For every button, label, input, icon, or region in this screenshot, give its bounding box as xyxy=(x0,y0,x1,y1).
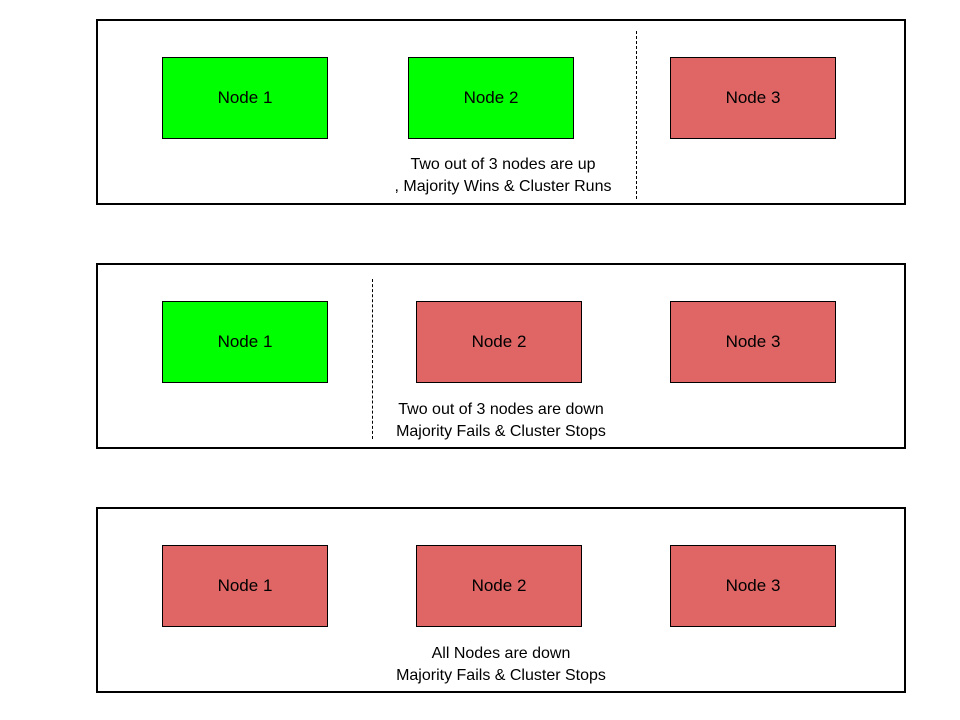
cluster-scenario-majority-up: Node 1 Node 2 Node 3 Two out of 3 nodes … xyxy=(96,19,906,205)
node-3-box: Node 3 xyxy=(670,57,836,139)
caption-line-2: Majority Fails & Cluster Stops xyxy=(396,667,606,684)
caption-line-1: All Nodes are down xyxy=(431,645,571,662)
node-3-box: Node 3 xyxy=(670,301,836,383)
node-2-label: Node 2 xyxy=(471,332,527,351)
node-1-box: Node 1 xyxy=(162,301,328,383)
caption-line-2: Majority Fails & Cluster Stops xyxy=(396,423,606,440)
node-2-label: Node 2 xyxy=(463,88,519,107)
cluster-scenario-all-down: Node 1 Node 2 Node 3 All Nodes are down … xyxy=(96,507,906,693)
node-1-label: Node 1 xyxy=(217,576,273,595)
node-1-box: Node 1 xyxy=(162,57,328,139)
node-1-box: Node 1 xyxy=(162,545,328,627)
scenario-caption: Two out of 3 nodes are up , Majority Win… xyxy=(358,154,648,198)
scenario-caption: Two out of 3 nodes are down Majority Fai… xyxy=(98,399,904,443)
caption-line-1: Two out of 3 nodes are up xyxy=(410,156,596,173)
node-2-box: Node 2 xyxy=(416,545,582,627)
node-3-label: Node 3 xyxy=(725,576,781,595)
cluster-scenario-majority-down: Node 1 Node 2 Node 3 Two out of 3 nodes … xyxy=(96,263,906,449)
partition-divider xyxy=(636,31,637,199)
node-3-label: Node 3 xyxy=(725,332,781,351)
node-3-label: Node 3 xyxy=(725,88,781,107)
node-2-box: Node 2 xyxy=(408,57,574,139)
node-1-label: Node 1 xyxy=(217,88,273,107)
partition-divider xyxy=(372,279,373,439)
caption-line-1: Two out of 3 nodes are down xyxy=(398,401,604,418)
node-1-label: Node 1 xyxy=(217,332,273,351)
node-2-box: Node 2 xyxy=(416,301,582,383)
node-3-box: Node 3 xyxy=(670,545,836,627)
scenario-caption: All Nodes are down Majority Fails & Clus… xyxy=(98,643,904,687)
node-2-label: Node 2 xyxy=(471,576,527,595)
caption-line-2: , Majority Wins & Cluster Runs xyxy=(394,178,612,195)
